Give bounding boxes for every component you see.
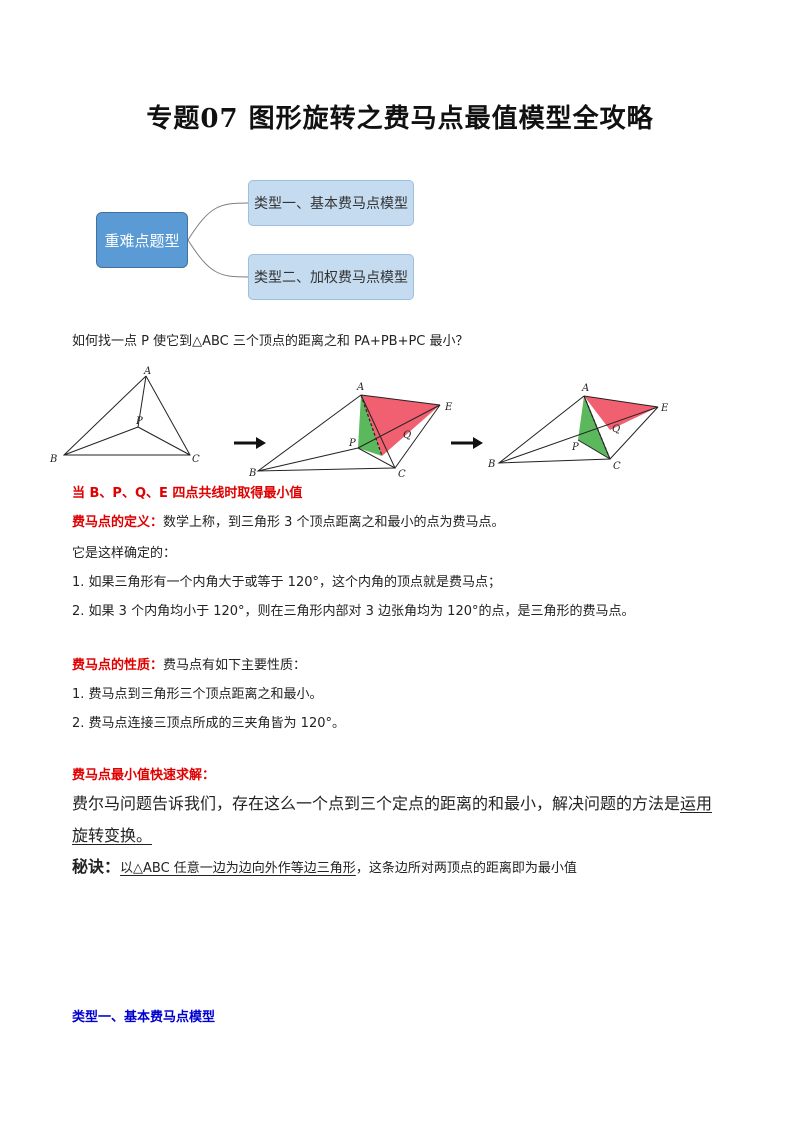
properties-line: 费马点的性质：费马点有如下主要性质： bbox=[72, 654, 306, 673]
label-B-2: B bbox=[248, 468, 256, 479]
label-E-2: E bbox=[444, 402, 453, 413]
definition-heading: 费马点的定义： bbox=[72, 515, 164, 530]
properties-item-2: 2. 费马点连接三顶点所成的三夹角皆为 120°。 bbox=[72, 716, 345, 731]
section-heading-type1: 类型一、基本费马点模型 bbox=[72, 1010, 216, 1025]
figure-triangle-1: A B C P bbox=[49, 366, 200, 465]
label-B-3: B bbox=[487, 459, 495, 470]
label-E-3: E bbox=[660, 403, 669, 414]
secret-rest: ，这条边所对两顶点的距离即为最小值 bbox=[355, 861, 577, 876]
mindmap-connectors bbox=[187, 202, 249, 278]
quick-heading: 费马点最小值快速求解： bbox=[72, 768, 216, 783]
label-C-2: C bbox=[398, 469, 406, 480]
properties-heading: 费马点的性质： bbox=[72, 658, 164, 673]
figure-triangle-2: A B C P Q E bbox=[248, 382, 453, 480]
mindmap-node-type1: 类型一、基本费马点模型 bbox=[248, 180, 414, 226]
mindmap-node-type2: 类型二、加权费马点模型 bbox=[248, 254, 414, 300]
definition-item-2: 2. 如果 3 个内角均小于 120°，则在三角形内部对 3 边张角均为 120… bbox=[72, 604, 635, 619]
label-Q-2: Q bbox=[403, 430, 411, 441]
properties-text: 费马点有如下主要性质： bbox=[163, 658, 307, 673]
label-C-3: C bbox=[613, 461, 621, 472]
definition-line: 费马点的定义：数学上称，到三角形 3 个顶点距离之和最小的点为费马点。 bbox=[72, 511, 505, 530]
label-P-3: P bbox=[571, 442, 579, 453]
definition-text: 数学上称，到三角形 3 个顶点距离之和最小的点为费马点。 bbox=[163, 515, 505, 530]
label-A-2: A bbox=[356, 382, 364, 393]
quick-text-a-underlined: 运用 bbox=[680, 794, 713, 813]
secret-line: 秘诀：以△ABC 任意一边为边向外作等边三角形，这条边所对两顶点的距离即为最小值 bbox=[72, 853, 577, 877]
arrow-icon-2 bbox=[451, 437, 483, 449]
fermat-point-figure: A B C P A B C P Q E bbox=[49, 366, 669, 480]
label-Q-3: Q bbox=[612, 424, 620, 435]
definition-determined: 它是这样确定的： bbox=[72, 546, 177, 561]
definition-item-1: 1. 如果三角形有一个内角大于或等于 120°，这个内角的顶点就是费马点； bbox=[72, 575, 501, 590]
label-P-2: P bbox=[348, 438, 356, 449]
arrow-icon-1 bbox=[234, 437, 266, 449]
quick-text-line-2: 旋转变换。 bbox=[72, 822, 152, 846]
properties-item-1: 1. 费马点到三角形三个顶点距离之和最小。 bbox=[72, 687, 323, 702]
quick-text-line-1: 费尔马问题告诉我们，存在这么一个点到三个定点的距离的和最小，解决问题的方法是运用 bbox=[72, 790, 712, 814]
mindmap-root: 重难点题型 bbox=[96, 212, 188, 268]
label-B-1: B bbox=[49, 454, 57, 465]
figure-triangle-3: A B C P Q E bbox=[487, 383, 669, 472]
collinear-note: 当 B、P、Q、E 四点共线时取得最小值 bbox=[72, 486, 303, 501]
label-C-1: C bbox=[192, 454, 200, 465]
label-A-3: A bbox=[581, 383, 589, 394]
secret-underlined: 以△ABC 任意一边为边向外作等边三角形 bbox=[120, 861, 356, 876]
page-title: 专题07 图形旋转之费马点最值模型全攻略 bbox=[146, 104, 654, 134]
label-A-1: A bbox=[143, 366, 151, 377]
secret-label: 秘诀： bbox=[72, 857, 121, 876]
label-P-1: P bbox=[135, 416, 143, 427]
question-text: 如何找一点 P 使它到△ABC 三个顶点的距离之和 PA+PB+PC 最小？ bbox=[72, 334, 469, 349]
quick-text-a: 费尔马问题告诉我们，存在这么一个点到三个定点的距离的和最小，解决问题的方法是 bbox=[72, 794, 681, 813]
quick-text-b-underlined: 旋转变换。 bbox=[72, 826, 153, 845]
